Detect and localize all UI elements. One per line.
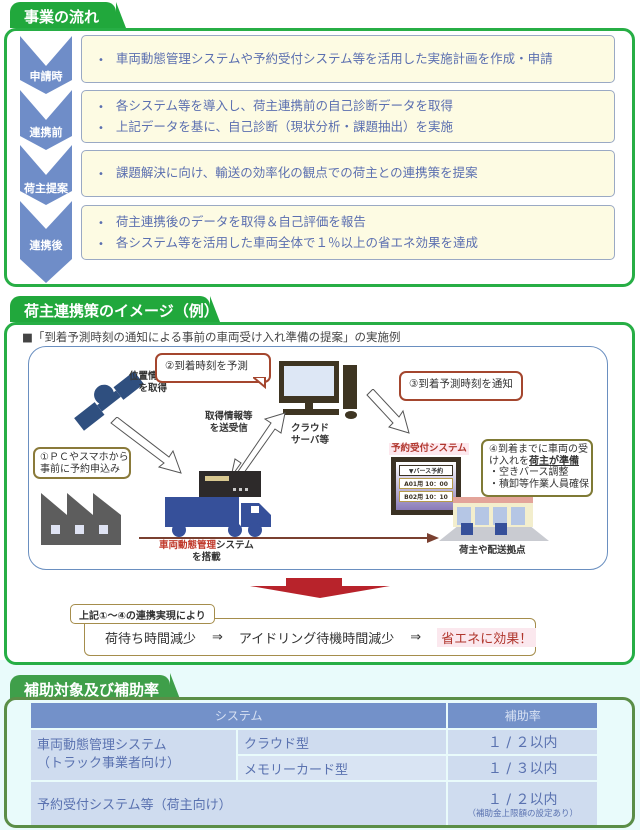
reservation-system-cell: 予約受付システム等（荷主向け） [31,780,449,825]
step-description: 車両動態管理システムや予約受付システム等を活用した実施計画を作成・申請 [81,35,615,83]
reservation-rate-cell: １ / ２以内 （補助金上限額の設定あり） [447,780,599,825]
cooperation-diagram: 位置情報等を取得 ②到着時刻を予測 クラウドサーバ等 取得情報等を送受信 ③到着… [28,346,608,570]
down-arrow-icon [250,578,390,598]
bubble-tail-icon [253,377,266,389]
vehicle-system-label: 車両動態管理システム を搭載 [159,540,254,563]
step-label: 連携後 [29,239,63,252]
arrow-down-right-icon [366,389,410,434]
berth-slot: B02用 10：10 [399,491,453,502]
satellite-icon [74,371,144,431]
cloud-type-cell: クラウド型 [237,728,449,755]
arrow-right-icon: ⇒ [410,629,422,645]
berth-slot: A01用 10：00 [399,478,453,489]
step-chevron-icon [20,36,72,94]
bubble-reserve: ①ＰＣやスマホから事前に予約申込み [33,447,131,479]
step-item: 各システム等を活用した車両全体で１％以上の省エネ効果を達成 [98,233,614,254]
step-item: 各システム等を導入し、荷主連携前の自己診断データを取得 [98,96,614,117]
memory-rate-cell: １ / ３以内 [447,754,599,781]
step-item: 課題解決に向け、輸送の効率化の観点での荷主との連携策を提案 [98,163,614,184]
header-system: システム [31,703,449,729]
step-description: 課題解決に向け、輸送の効率化の観点での荷主との連携策を提案 [81,150,615,197]
truck-icon [165,497,271,537]
step-chevron-icon [20,145,72,205]
step-description: 各システム等を導入し、荷主連携前の自己診断データを取得 上記データを基に、自己診… [81,90,615,143]
step-chevron-icon [20,201,72,283]
reservation-system-title: 予約受付システム [389,443,469,455]
memory-type-cell: メモリーカード型 [237,754,449,781]
arrow-down-right-icon [110,417,182,474]
warehouse-icon [439,497,549,541]
result-tag: 上記①〜④の連携実現により [70,604,215,624]
road-arrow-icon [139,533,439,543]
satellite-label: 位置情報等を取得 [129,371,177,394]
step-item: 車両動態管理システムや予約受付システム等を活用した実施計画を作成・申請 [98,49,614,70]
step-label: 荷主提案 [24,182,68,195]
exchange-label: 取得情報等を送受信 [205,411,253,434]
factory-icon [41,493,121,545]
vehicle-device-icon [199,471,261,497]
bubble-prepare: ④到着までに車両の受 け入れを荷主が準備 ・空きバース調整 ・積卸等作業人員確保 [481,439,593,497]
bubble-notify: ③到着予測時刻を通知 [399,371,523,401]
step-label: 連携前 [29,126,63,139]
section-title-image: 荷主連携策のイメージ（例） [10,296,220,322]
subsidy-table: システム 補助率 車両動態管理システム （トラック事業者向け） クラウド型 １ … [31,703,599,825]
server-label: クラウドサーバ等 [291,423,330,446]
step-description: 荷主連携後のデータを取得＆自己評価を報告 各システム等を活用した車両全体で１％以… [81,205,615,260]
result-step-2: アイドリング待機時間減少 [238,631,395,647]
header-rate: 補助率 [447,703,599,729]
arrow-right-icon: ⇒ [212,629,223,645]
bubble-predict: ②到着時刻を予測 [155,353,271,383]
server-computer-icon [279,361,357,419]
step-label: 申請時 [29,70,63,83]
destination-label: 荷主や配送拠点 [459,545,526,556]
result-effect: 省エネに効果！ [437,627,537,647]
result-step-1: 荷待ち時間減少 [105,631,197,647]
vehicle-system-cell: 車両動態管理システム （トラック事業者向け） [31,728,238,781]
example-heading: ■「到着予測時刻の通知による事前の車両受け入れ準備の提案」の実施例 [22,330,401,344]
screen-heading: ▼バース予約 [399,465,453,476]
section-title-flow: 事業の流れ [10,2,126,28]
step-item: 上記データを基に、自己診断（現状分析・課題抽出）を実施 [98,117,614,138]
reservation-screen: ▼バース予約 A01用 10：00 B02用 10：10 [391,457,461,515]
step-chevron-icon [20,90,72,150]
cloud-rate-cell: １ / ２以内 [447,728,599,755]
step-item: 荷主連携後のデータを取得＆自己評価を報告 [98,212,614,233]
section-title-subsidy: 補助対象及び補助率 [10,673,180,699]
result-box: 荷待ち時間減少 ⇒ アイドリング待機時間減少 ⇒ 省エネに効果！ [84,618,537,656]
